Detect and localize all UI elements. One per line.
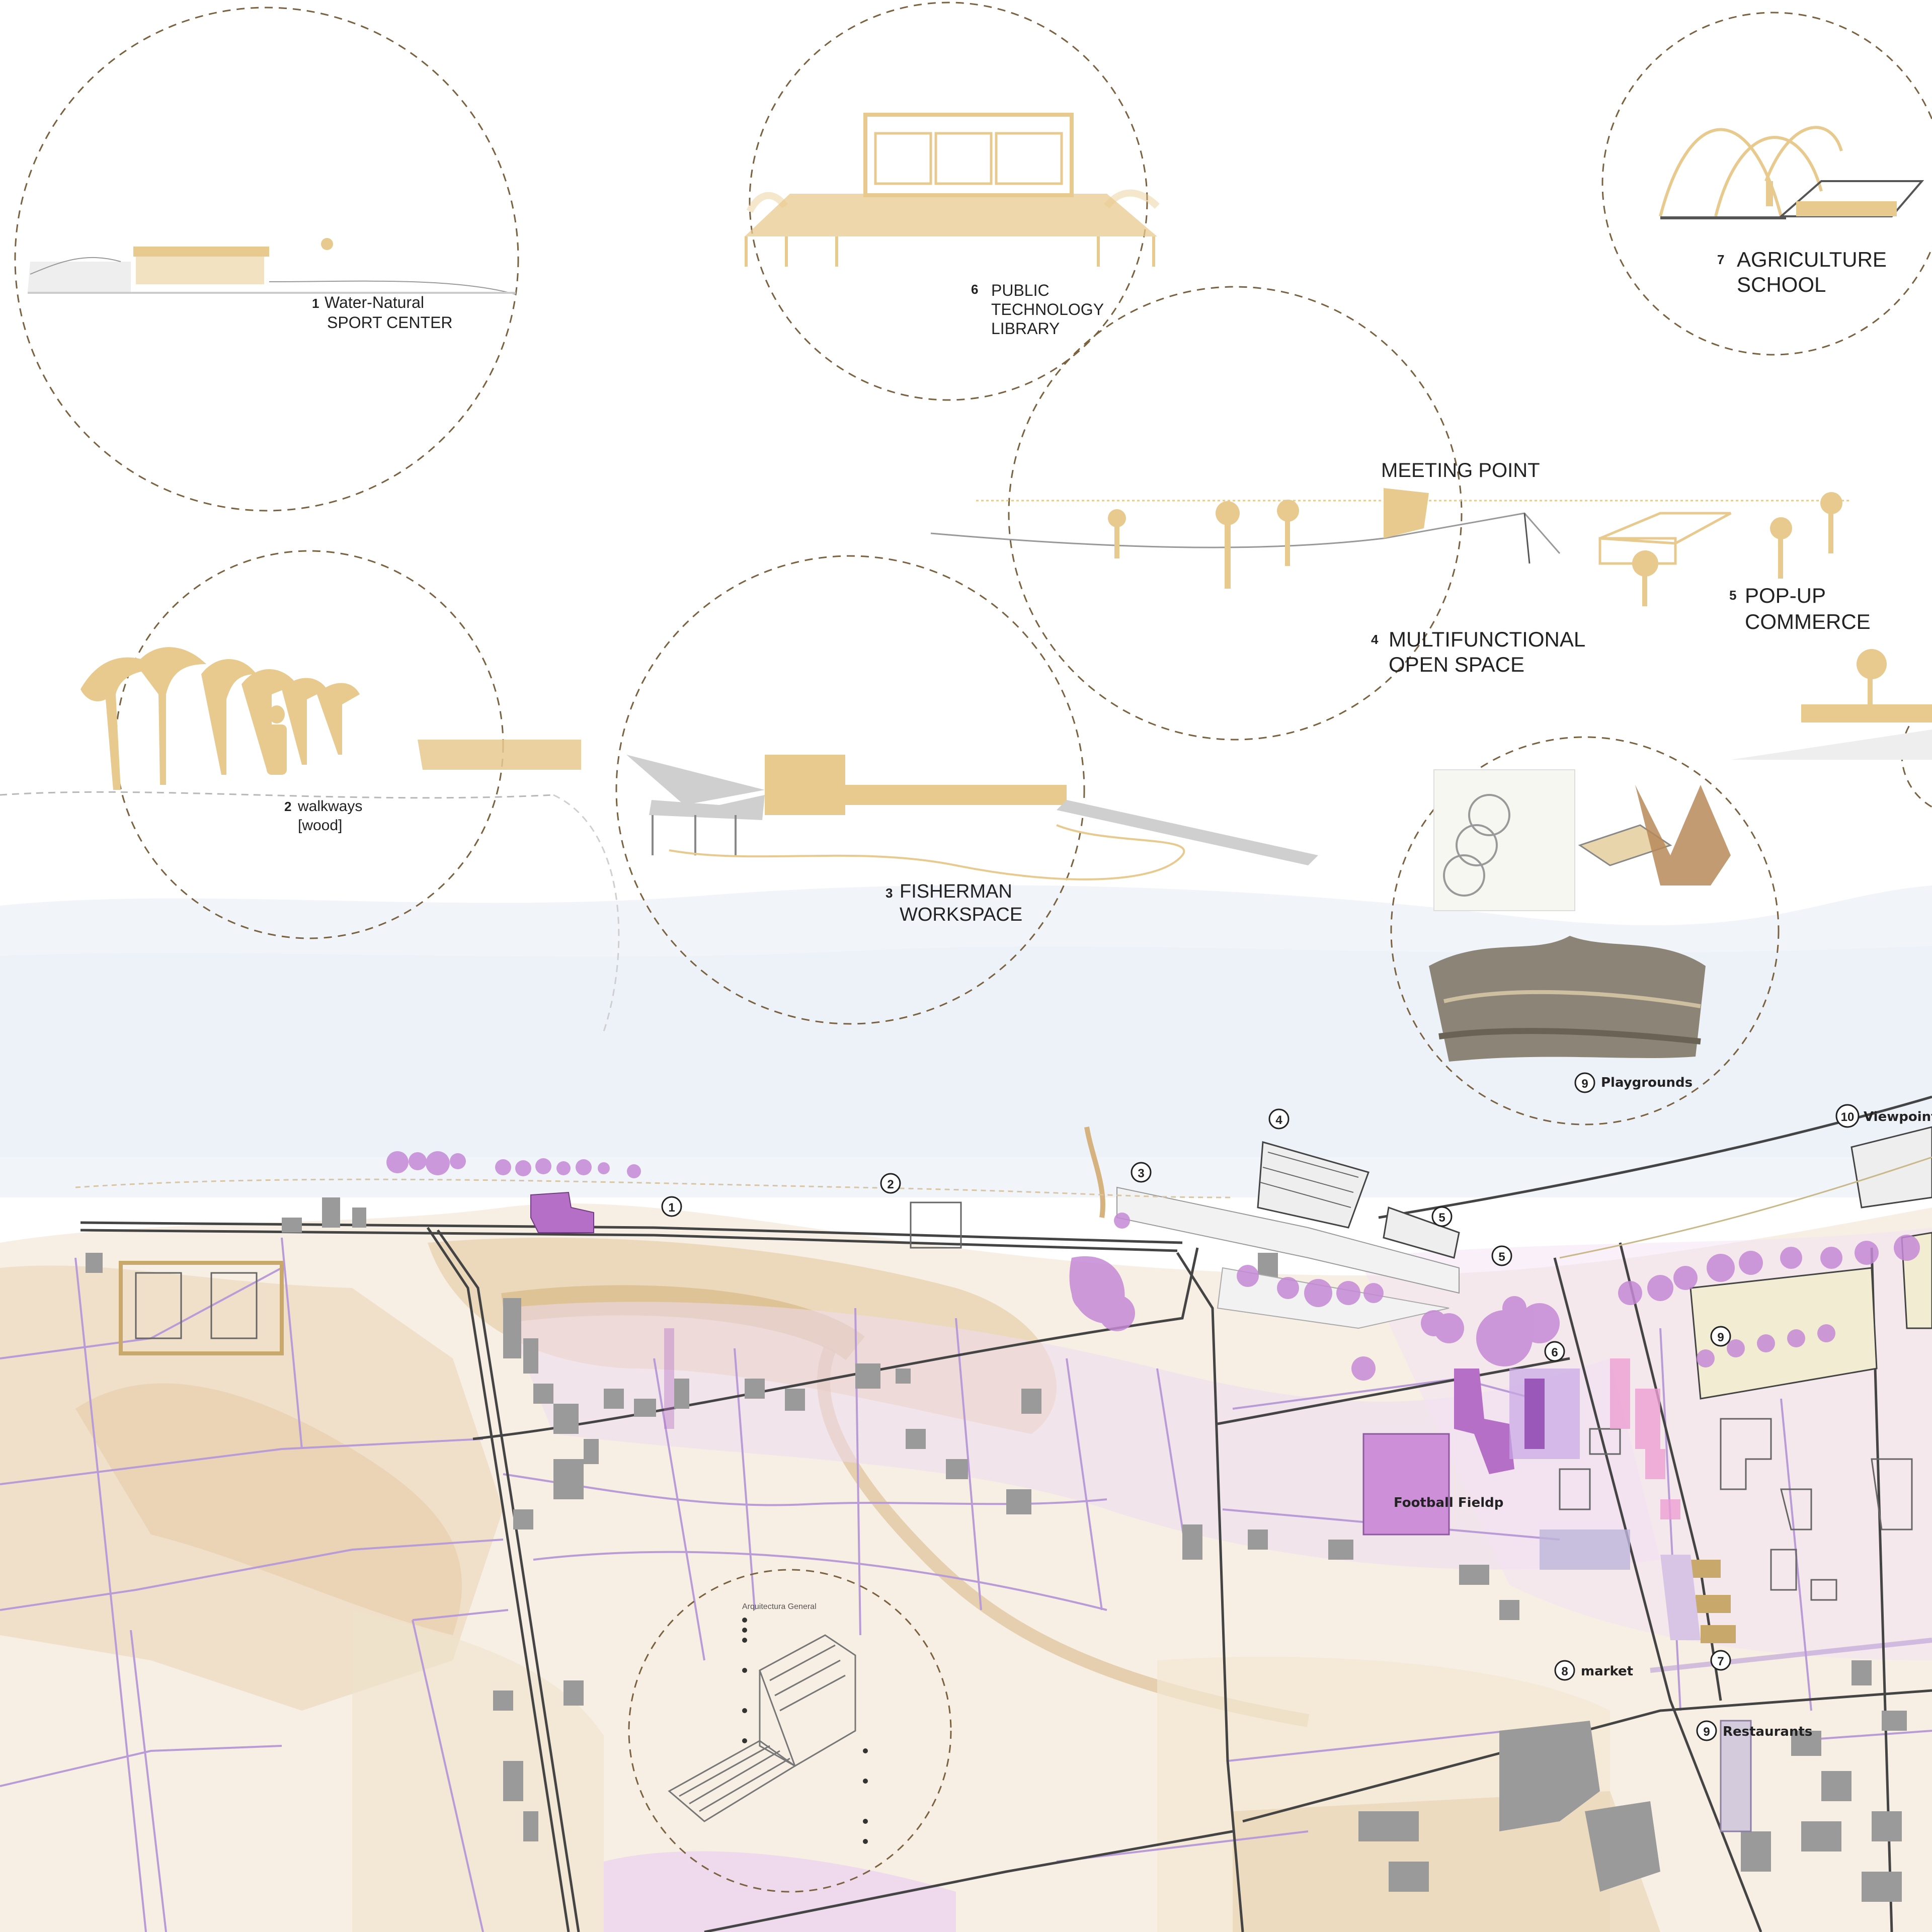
- vignette-label-1: 1 Water-Natural SPORT CENTER: [312, 293, 453, 332]
- fisherman-section: [626, 755, 1318, 880]
- playgrounds-label: Playgrounds: [1601, 1075, 1693, 1090]
- vignette-title-line1: AGRICULTURE: [1737, 248, 1887, 271]
- pop-up-section: [1731, 649, 1932, 760]
- svg-text:6: 6: [1551, 1346, 1558, 1359]
- tree-canopies: [386, 1151, 1920, 1381]
- vignette-title-line2: [wood]: [298, 817, 342, 834]
- vignette-label-3: 3 FISHERMAN WORKSPACE: [886, 881, 1022, 925]
- market-label: market: [1581, 1664, 1633, 1679]
- detail-axonometric: Arquitectura General: [668, 1602, 868, 1844]
- meeting-point-label: MEETING POINT: [1381, 459, 1540, 481]
- vignette-title-line1: POP-UP: [1745, 584, 1826, 607]
- vignette-number: 2: [284, 799, 291, 814]
- marker-5b: 5: [1491, 1245, 1512, 1266]
- marker-2: 2: [880, 1173, 901, 1194]
- vignette-title-line2: SCHOOL: [1737, 273, 1826, 296]
- marker-1: 1: [661, 1196, 682, 1217]
- vignette-title-line2: COMMERCE: [1745, 610, 1871, 633]
- marker-7: 7: [1710, 1650, 1731, 1671]
- svg-text:10: 10: [1841, 1110, 1855, 1124]
- svg-text:4: 4: [1275, 1113, 1282, 1127]
- restaurants-label: Restaurants: [1723, 1724, 1812, 1739]
- svg-text:7: 7: [1717, 1655, 1724, 1668]
- svg-text:2: 2: [887, 1178, 894, 1191]
- vignette-title-line2: SPORT CENTER: [327, 313, 453, 332]
- vignette-label-4: 4 MULTIFUNCTIONAL OPEN SPACE: [1371, 627, 1585, 676]
- vignette-title-line1: Water-Natural: [325, 293, 424, 311]
- svg-text:9: 9: [1717, 1331, 1724, 1344]
- vignette-title-line1: FISHERMAN: [900, 881, 1012, 902]
- svg-text:3: 3: [1138, 1167, 1144, 1180]
- palm-walkway: [80, 647, 581, 790]
- vignette-title-line1: MULTIFUNCTIONAL: [1389, 627, 1585, 651]
- program-buildings: [530, 1191, 1680, 1570]
- vignette-title-line3: LIBRARY: [991, 319, 1060, 338]
- vignette-number: 5: [1729, 588, 1736, 603]
- meeting-point-section: [930, 488, 1852, 606]
- vignette-number: 6: [971, 282, 978, 297]
- vignette-number: 3: [886, 886, 893, 901]
- svg-text:5: 5: [1498, 1250, 1505, 1264]
- vignette-title-line1: walkways: [297, 798, 362, 815]
- svg-text:9: 9: [1703, 1725, 1710, 1739]
- vignette-title-line2: OPEN SPACE: [1389, 653, 1524, 676]
- shoreline-infrastructure: [75, 1126, 1932, 1329]
- vignette-title-line2: TECHNOLOGY: [991, 300, 1104, 318]
- vignette-number: 7: [1717, 252, 1724, 267]
- vignette-label-6: 6 PUBLIC TECHNOLOGY LIBRARY: [971, 281, 1104, 338]
- library-elevation: [745, 113, 1160, 267]
- buildings: [86, 1197, 1907, 1902]
- marker-5a: 5: [1431, 1206, 1453, 1227]
- vignette-number: 4: [1371, 632, 1379, 647]
- marker-8: 8 market: [1554, 1660, 1633, 1681]
- playgrounds-drawing: [1429, 769, 1731, 1062]
- marker-9-playgrounds: 9 Playgrounds: [1574, 1072, 1693, 1093]
- marker-9-park: 9: [1710, 1326, 1731, 1347]
- marker-6: 6: [1544, 1341, 1565, 1362]
- vignette-label-5: 5 POP-UP COMMERCE: [1729, 584, 1871, 633]
- svg-text:8: 8: [1561, 1665, 1568, 1678]
- map-markers: 1 2 3 4 5 5 6 7 8 market 9 Restaurants 9…: [661, 1072, 1932, 1741]
- svg-text:1: 1: [668, 1201, 675, 1215]
- vignette-label-2: 2 walkways [wood]: [284, 798, 362, 834]
- outlined-buildings: [119, 1201, 1913, 1601]
- viewpoint-label: Viewpoint: [1864, 1109, 1932, 1124]
- sport-center-section: [28, 238, 516, 295]
- vignette-circles: [14, 2, 1932, 1893]
- marker-4: 4: [1268, 1108, 1290, 1130]
- vignette-label-7: 7 AGRICULTURE SCHOOL: [1717, 248, 1887, 296]
- football-field-label: Football Fieldp: [1394, 1495, 1503, 1510]
- vignette-title-line2: WORKSPACE: [900, 904, 1022, 925]
- marker-9-restaurants: 9 Restaurants: [1696, 1720, 1812, 1741]
- detail-title: Arquitectura General: [742, 1602, 817, 1611]
- svg-text:9: 9: [1581, 1077, 1588, 1091]
- vignette-number: 1: [312, 296, 319, 311]
- marker-3: 3: [1131, 1162, 1152, 1183]
- svg-text:5: 5: [1438, 1211, 1445, 1225]
- marker-10: 10 Viewpoint: [1835, 1104, 1932, 1128]
- vignette-title-line1: PUBLIC: [991, 281, 1050, 299]
- agriculture-school-section: [1659, 126, 1924, 219]
